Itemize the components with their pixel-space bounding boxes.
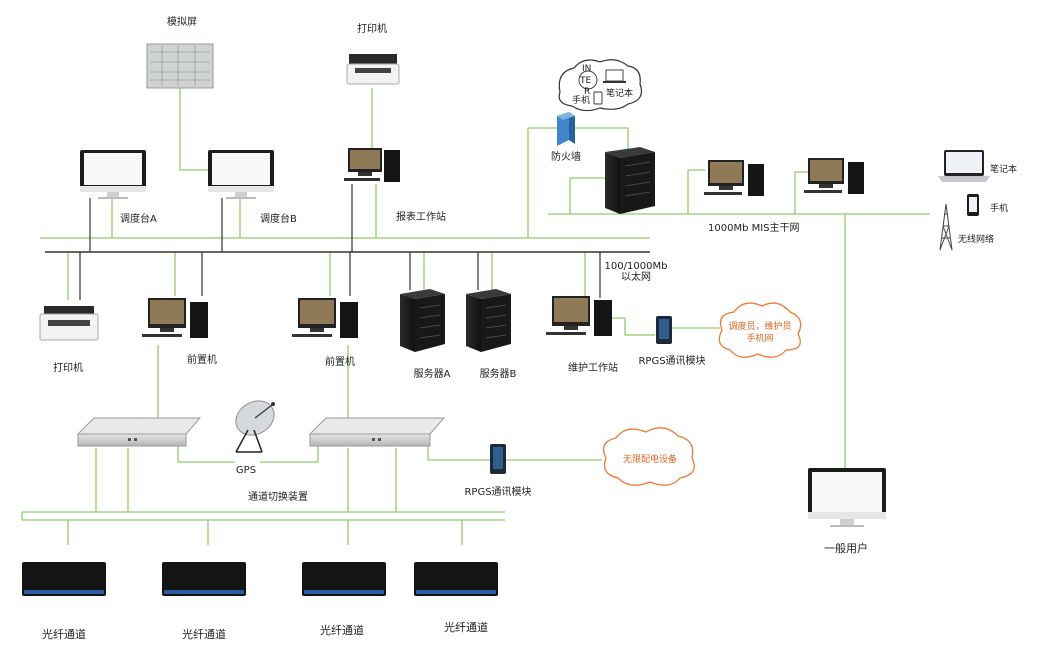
network-links: [21, 88, 930, 545]
printer-left-icon: [39, 306, 99, 341]
wireless-network-label: 无线网络: [958, 235, 995, 245]
internet-cloud-icon: [558, 59, 643, 112]
channel-switch-label: 通道切换装置: [248, 492, 308, 503]
ethernet-label-line1: 100/1000Mb: [604, 261, 668, 272]
internet-in-label: IN: [582, 64, 592, 74]
printer-top-label: 打印机: [357, 24, 387, 35]
wireless-tower-icon: [939, 203, 953, 251]
fiber-panel-3-icon: [302, 562, 386, 596]
fiber-channel-4-label: 光纤通道: [444, 621, 488, 634]
laptop-icon: [938, 150, 990, 182]
fiber-panel-4-icon: [414, 562, 498, 596]
link-switch-rpgs2: [427, 446, 490, 461]
wireless-device-cloud-label: 无限配电设备: [622, 455, 678, 465]
console-b-monitor-icon: [208, 150, 274, 199]
link-firewall-to-tower: [528, 127, 629, 150]
console-a-label: 调度台A: [120, 214, 157, 225]
server-b-icon: [466, 289, 511, 352]
report-station-label: 报表工作站: [396, 212, 446, 223]
internet-te-label: TE: [580, 76, 592, 86]
fiber-panel-2-icon: [162, 562, 246, 596]
phone-network-cloud-label-2: 手机网: [746, 334, 774, 344]
gps-label: GPS: [235, 465, 257, 476]
internet-r-label: R: [584, 87, 591, 97]
general-user-label: 一般用户: [824, 542, 868, 555]
fiber-channel-3-label: 光纤通道: [320, 624, 364, 637]
rpgs-module-2-label: RPGS通讯模块: [464, 487, 532, 498]
maintenance-station-icon: [546, 296, 612, 336]
internet-phone-label: 手机: [572, 96, 591, 106]
mis-workstation-1-icon: [704, 160, 764, 196]
link-gps-right: [260, 446, 319, 463]
mis-server-tower-icon: [605, 147, 655, 214]
server-a-label: 服务器A: [413, 369, 451, 380]
phone-icon: [967, 194, 979, 216]
phone-right-label: 手机: [990, 204, 1009, 214]
console-a-monitor-icon: [80, 150, 146, 199]
gps-dish-icon: [235, 400, 275, 453]
front-end-2-icon: [292, 298, 358, 338]
link-mis-tower: [569, 177, 605, 214]
fiber-channel-1-label: 光纤通道: [42, 628, 86, 641]
report-station-icon: [344, 148, 400, 182]
link-gps-left: [177, 446, 235, 463]
firewall-icon: [557, 112, 575, 146]
simulation-screen-label: 模拟屏: [167, 17, 197, 28]
printer-left-label: 打印机: [53, 363, 83, 374]
link-mis-pc-2: [794, 171, 810, 214]
ethernet-label-line2: 以太网: [621, 272, 651, 283]
laptop-right-label: 笔记本: [990, 165, 1018, 175]
general-user-monitor-icon: [808, 468, 886, 527]
mis-network-label: 1000Mb MIS主干网: [708, 223, 800, 234]
rpgs-module-1-icon: [656, 316, 672, 344]
link-mis-pc-1: [687, 169, 705, 214]
simulation-screen-icon: [146, 43, 214, 89]
internet-laptop-label: 笔记本: [606, 89, 634, 99]
channel-switch-2-icon: [308, 417, 446, 447]
dark-lan-bus: [45, 184, 650, 300]
wireless-device-cloud-icon: [602, 427, 695, 486]
mis-workstation-2-icon: [804, 158, 864, 194]
front-end-1-label: 前置机: [187, 355, 217, 366]
maintenance-station-label: 维护工作站: [568, 363, 618, 374]
server-b-label: 服务器B: [479, 369, 517, 380]
front-end-2-label: 前置机: [325, 357, 355, 368]
front-end-1-icon: [142, 298, 208, 338]
fiber-panel-1-icon: [22, 562, 106, 596]
firewall-label: 防火墙: [551, 152, 581, 163]
channel-switch-1-icon: [76, 417, 202, 447]
phone-network-cloud-label-1: 调度员，维护员: [728, 322, 792, 332]
server-a-icon: [400, 289, 445, 352]
printer-top-icon: [346, 54, 400, 85]
fiber-channel-2-label: 光纤通道: [182, 628, 226, 641]
rpgs-module-2-icon: [490, 444, 506, 474]
phone-network-cloud-icon: [718, 302, 802, 358]
rpgs-module-1-label: RPGS通讯模块: [638, 356, 706, 367]
console-b-label: 调度台B: [260, 214, 297, 225]
